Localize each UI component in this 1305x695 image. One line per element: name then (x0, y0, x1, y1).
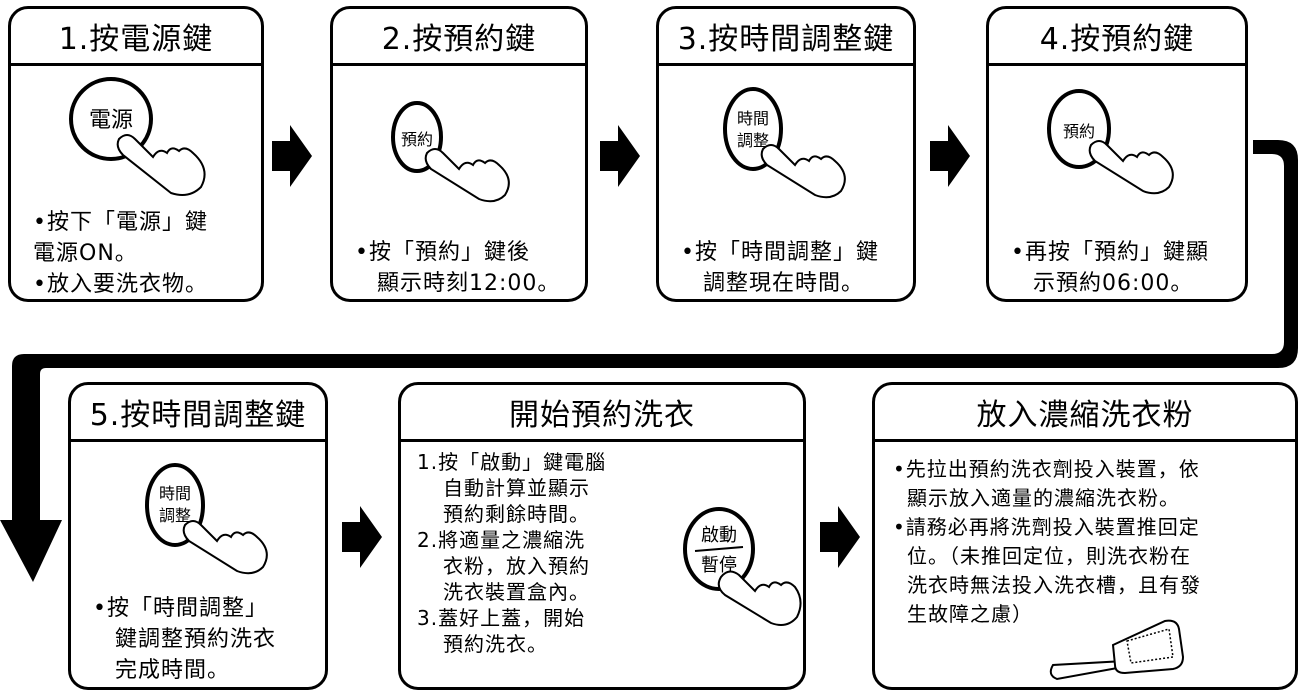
start-steps: 1.按「啟動」鍵電腦 自動計算並顯示 預約剩餘時間。 2.將適量之濃縮洗 衣粉，… (417, 450, 607, 656)
start-title: 開始預約洗衣 (401, 385, 803, 442)
arrow-right-icon (600, 125, 640, 187)
step-3-title: 3.按時間調整鍵 (659, 9, 913, 66)
time-adjust-label-2: 調整 (737, 131, 769, 150)
step-1-figure: 電源 (69, 77, 206, 196)
step-5-text: •按「時間調整」 鍵調整預約洗衣 完成時間。 (93, 596, 277, 683)
step-1-card: 1.按電源鍵 電源 •按下「電源」鍵 電源ON。 •放入要洗衣物。 (8, 6, 264, 302)
step-5-title: 5.按時間調整鍵 (71, 385, 325, 442)
time-adjust-label-2: 調整 (159, 506, 191, 525)
step-3-card: 3.按時間調整鍵 時間 調整 •按「時間調整」鍵 調整現在時間。 (656, 6, 916, 302)
arrow-right-icon (272, 125, 312, 187)
step-1-title: 1.按電源鍵 (11, 9, 261, 66)
step-2-card: 2.按預約鍵 預約 •按「預約」鍵後 顯示時刻12:00。 (330, 6, 588, 302)
power-button-label: 電源 (89, 108, 133, 133)
step-4-title: 4.按預約鍵 (989, 9, 1245, 66)
step-4-text: •再按「預約」鍵顯 示預約06:00。 (1011, 240, 1209, 296)
start-button-label: 啟動 (701, 525, 737, 546)
powder-text: •先拉出預約洗衣劑投入裝置，依 顯示放入適量的濃縮洗衣粉。 •請務必再將洗劑投入… (893, 457, 1201, 626)
reserve-button-label: 預約 (1063, 122, 1095, 141)
pause-button-label: 暫停 (701, 555, 737, 576)
step-3-text: •按「時間調整」鍵 調整現在時間。 (681, 240, 879, 296)
step-2-text: •按「預約」鍵後 顯示時刻12:00。 (355, 240, 561, 296)
start-figure: 啟動 暫停 (683, 507, 802, 626)
step-2-figure: 預約 (391, 101, 510, 203)
reserve-button-label: 預約 (401, 130, 433, 149)
step-4-figure: 預約 (1047, 89, 1174, 195)
time-adjust-label-1: 時間 (159, 484, 191, 503)
time-adjust-label-1: 時間 (737, 109, 769, 128)
arrow-right-icon (820, 506, 860, 568)
step-5-card: 5.按時間調整鍵 時間 調整 •按「時間調整」 鍵調整預約洗衣 完成時間。 (68, 382, 328, 690)
arrow-right-icon (342, 506, 382, 568)
detergent-tray-icon (1049, 619, 1185, 681)
step-2-title: 2.按預約鍵 (333, 9, 585, 66)
powder-title: 放入濃縮洗衣粉 (875, 385, 1295, 442)
step-4-card: 4.按預約鍵 預約 •再按「預約」鍵顯 示預約06:00。 (986, 6, 1248, 302)
powder-card: 放入濃縮洗衣粉 •先拉出預約洗衣劑投入裝置，依 顯示放入適量的濃縮洗衣粉。 •請… (872, 382, 1298, 690)
step-5-figure: 時間 調整 (145, 463, 268, 575)
start-card: 開始預約洗衣 1.按「啟動」鍵電腦 自動計算並顯示 預約剩餘時間。 2.將適量之… (398, 382, 806, 690)
step-3-figure: 時間 調整 (723, 87, 846, 199)
arrow-right-icon (930, 125, 970, 187)
step-1-text: •按下「電源」鍵 電源ON。 •放入要洗衣物。 (33, 210, 208, 297)
